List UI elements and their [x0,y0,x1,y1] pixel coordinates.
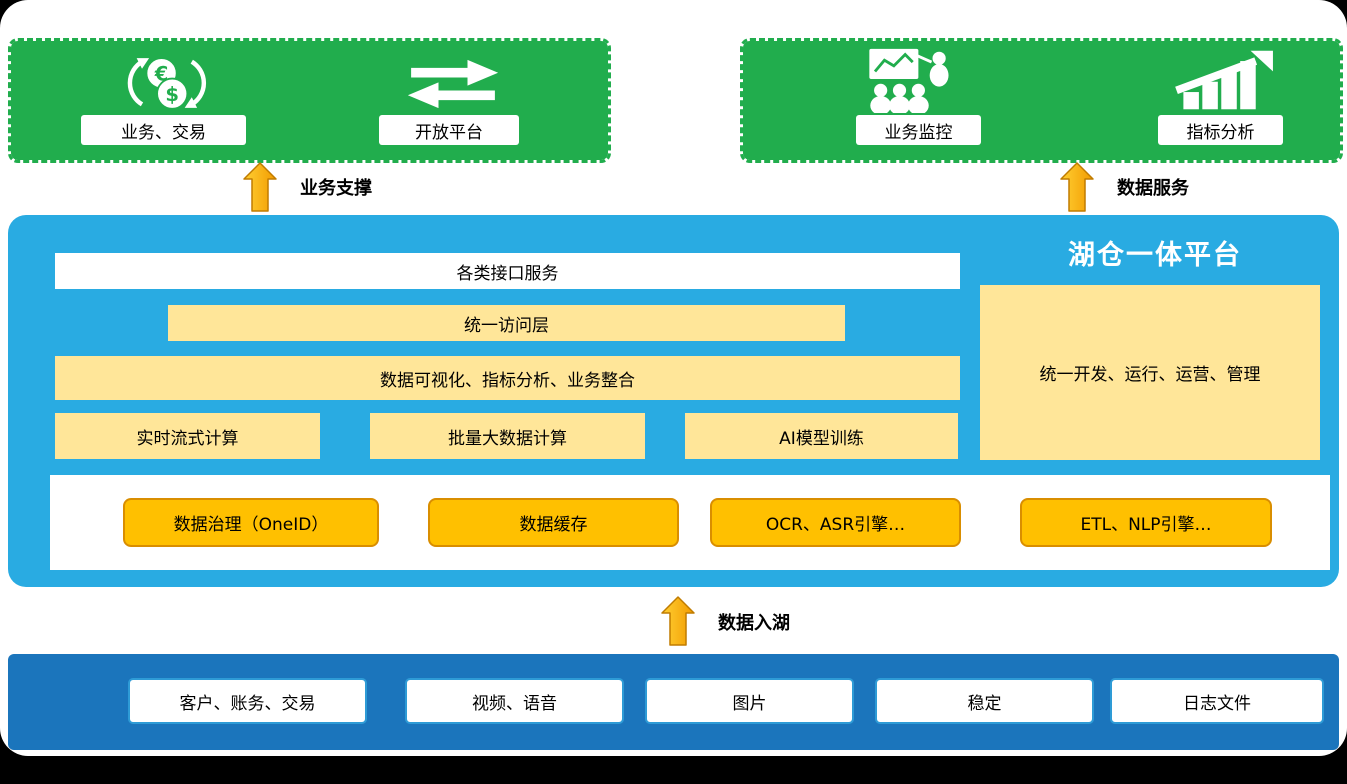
etl-nlp-engine-box: ETL、NLP引擎… [1020,498,1272,547]
svg-text:$: $ [165,83,179,106]
label-data-into-lake: 数据入湖 [708,605,800,639]
streaming-compute-box: 实时流式计算 [55,413,320,459]
data-apps-group: 业务监控 指标分析 [740,38,1343,163]
monitoring-presentation-icon [848,47,968,113]
growth-chart-icon [1161,49,1285,111]
ocr-asr-engine-box: OCR、ASR引擎… [710,498,961,547]
label-business-support: 业务支撑 [290,170,382,204]
label-business-trade: 业务、交易 [81,115,246,145]
label-open-platform: 开放平台 [379,115,519,145]
currency-exchange-icon: € $ [111,51,221,115]
ai-training-box: AI模型训练 [685,413,958,459]
visualization-bar: 数据可视化、指标分析、业务整合 [55,356,960,400]
label-business-monitoring: 业务监控 [856,115,981,145]
source-stable: 稳定 [875,678,1094,724]
up-arrow-icon [1060,162,1094,212]
up-arrow-icon [661,596,695,646]
batch-compute-box: 批量大数据计算 [370,413,645,459]
unified-access-bar: 统一访问层 [168,305,845,341]
platform-title: 湖仓一体平台 [1068,240,1242,271]
exchange-arrows-icon [389,55,517,113]
source-images: 图片 [645,678,854,724]
data-cache-box: 数据缓存 [428,498,679,547]
data-sources-bar: 客户、账务、交易 视频、语音 图片 稳定 日志文件 [8,654,1339,750]
data-governance-box: 数据治理（OneID） [123,498,379,547]
management-panel: 统一开发、运行、运营、管理 [980,285,1320,460]
lakehouse-platform-panel: 湖仓一体平台 各类接口服务 统一访问层 数据可视化、指标分析、业务整合 实时流式… [8,215,1339,587]
slide-canvas: € $ 业务、交易 开放平台 [0,0,1347,756]
source-customer-accounts: 客户、账务、交易 [128,678,367,724]
source-log-files: 日志文件 [1110,678,1324,724]
up-arrow-icon [243,162,277,212]
label-data-service: 数据服务 [1107,170,1199,204]
business-apps-group: € $ 业务、交易 开放平台 [8,38,611,163]
label-metric-analysis: 指标分析 [1158,115,1283,145]
interface-services-bar: 各类接口服务 [55,253,960,289]
source-video-audio: 视频、语音 [405,678,624,724]
